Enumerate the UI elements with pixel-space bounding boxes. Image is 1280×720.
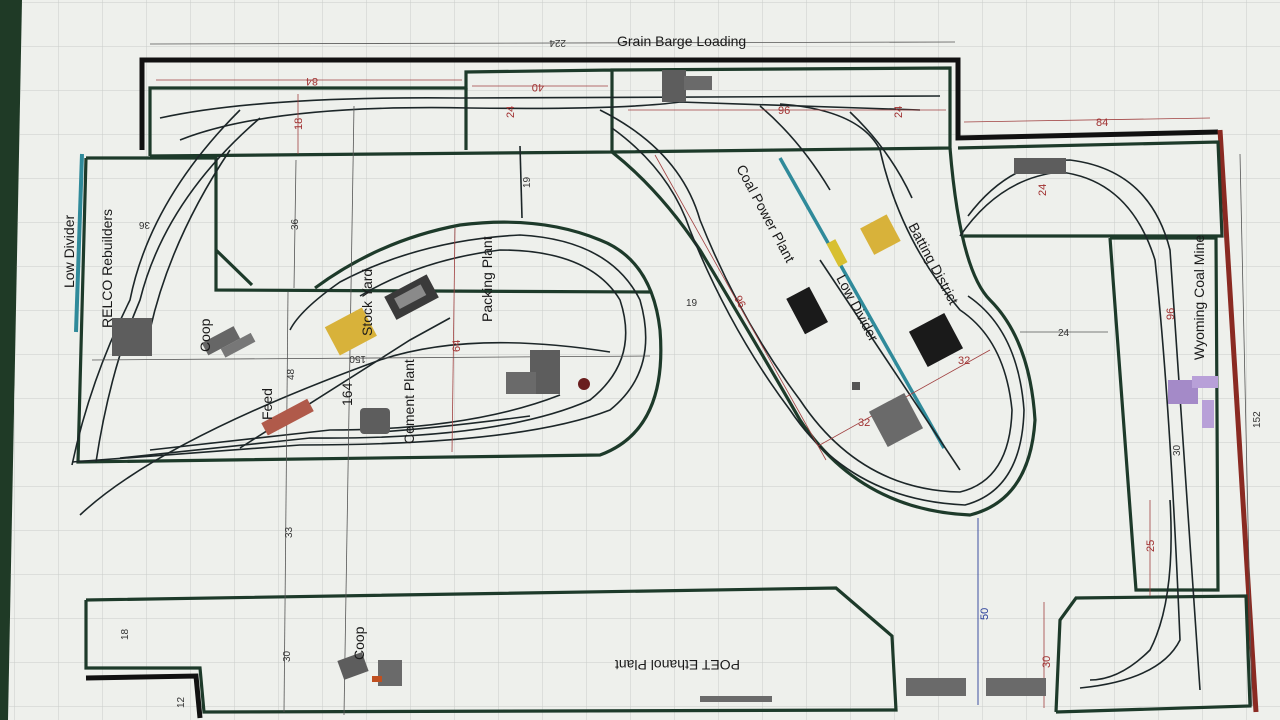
- dim-30-blue: 30: [1041, 656, 1053, 668]
- dim-24-b: 24: [893, 106, 905, 118]
- dim-30-left: 30: [282, 650, 293, 662]
- label-164: 164: [339, 382, 355, 406]
- dim-24-d: 24: [1037, 184, 1049, 196]
- relco-building: [112, 318, 152, 356]
- dim-84-right: 84: [1096, 117, 1108, 129]
- label-poet-ethanol: POET Ethanol Plant: [615, 657, 740, 673]
- dim-36-a: 36: [138, 219, 150, 230]
- benchwork-s-curve: [611, 147, 1037, 517]
- dim-96-right: 96: [1165, 308, 1177, 320]
- dim-19-a: 19: [522, 176, 533, 188]
- label-low-divider-left: Low Divider: [61, 215, 77, 288]
- dim-36-b: 36: [290, 218, 301, 230]
- label-cement-plant: Cement Plant: [401, 359, 417, 444]
- label-packing-plant: Packing Plant: [479, 236, 495, 322]
- dim-30-right: 30: [1172, 444, 1183, 456]
- dim-150: 150: [349, 353, 366, 364]
- label-feed: Feed: [259, 388, 275, 420]
- low-dividers: [74, 153, 946, 449]
- benchwork-lower: [84, 586, 898, 714]
- dim-152: 152: [1252, 411, 1263, 428]
- dim-50: 50: [979, 608, 991, 620]
- ethanol-tanks: [700, 678, 1046, 702]
- label-grain-barge: Grain Barge Loading: [617, 33, 746, 49]
- benchwork: [76, 66, 1252, 714]
- dim-12: 12: [176, 696, 187, 708]
- label-coop-upper: Coop: [197, 318, 213, 352]
- dim-96-top: 96: [778, 105, 790, 117]
- packing-plant-building: [384, 274, 439, 320]
- power-plant-building: [786, 286, 828, 335]
- dim-48: 48: [286, 368, 297, 380]
- dim-96-diag: 96: [731, 294, 747, 310]
- dim-25: 25: [1145, 540, 1157, 552]
- dim-40: 40: [532, 81, 544, 93]
- dim-32-a: 32: [858, 417, 870, 429]
- label-stock-yard: Stock Yard: [359, 269, 375, 336]
- dim-24-a: 24: [505, 106, 517, 118]
- cement-kiln-icon: [578, 378, 590, 390]
- label-relco: RELCO Rebuilders: [99, 209, 115, 328]
- dim-32-b: 32: [958, 355, 970, 367]
- cement-plant-building: [506, 350, 590, 394]
- coop-lower-building: [337, 652, 402, 686]
- dim-33: 33: [284, 526, 295, 538]
- coal-mine-building: [1168, 376, 1218, 428]
- lower-mid-building: [868, 392, 924, 448]
- dim-18-top: 18: [293, 118, 305, 130]
- dimension-numbers: 224 84 40 96 24 24 84 18 36 36 19 19 150…: [120, 37, 1263, 708]
- dim-19-b: 19: [686, 298, 698, 309]
- dim-84-top: 84: [306, 75, 318, 87]
- cement-silos: [360, 408, 390, 434]
- structures: [112, 70, 1218, 702]
- dim-64: 64: [451, 340, 463, 352]
- yellow-buildings: [860, 214, 901, 255]
- feed-building: [261, 398, 314, 436]
- coal-tipple: [1014, 158, 1066, 174]
- grain-elevator: [662, 70, 686, 102]
- stock-yard-building: [324, 307, 377, 356]
- battery-building: [908, 312, 964, 368]
- coop-upper-building: [201, 326, 256, 358]
- label-coop-lower: Coop: [351, 626, 367, 660]
- benchwork-right-return: [957, 140, 1224, 238]
- dim-18-left: 18: [120, 628, 131, 640]
- label-wyoming-coal-mine: Wyoming Coal Mine: [1191, 235, 1207, 360]
- dim-24-c: 24: [1058, 328, 1070, 339]
- dim-224: 224: [549, 37, 566, 48]
